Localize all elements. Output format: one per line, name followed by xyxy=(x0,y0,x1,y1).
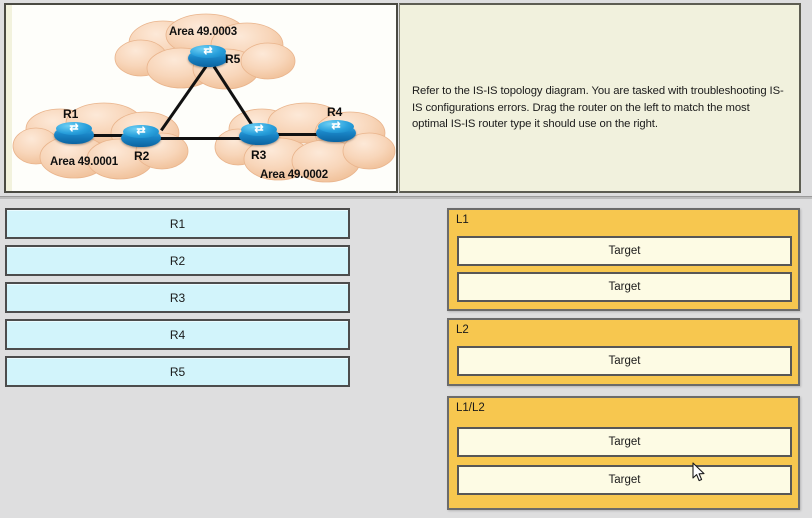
drag-item-r5[interactable]: R5 xyxy=(5,356,350,387)
instruction-panel: Refer to the IS-IS topology diagram. You… xyxy=(399,3,801,193)
drag-item-r4[interactable]: R4 xyxy=(5,319,350,350)
drag-item-r1[interactable]: R1 xyxy=(5,208,350,239)
cloud-area-49-0002 xyxy=(214,102,396,183)
target-group-label-l1l2: L1/L2 xyxy=(456,402,485,414)
drag-item-r3[interactable]: R3 xyxy=(5,282,350,313)
area-label-49-0001: Area 49.0001 xyxy=(50,156,118,168)
drop-target-l1l2-2[interactable]: Target xyxy=(457,465,792,495)
target-group-l1l2[interactable]: L1/L2 Target Target xyxy=(447,396,800,510)
router-arrows-icon: ⇄ xyxy=(331,120,341,132)
router-label-r4: R4 xyxy=(327,105,343,119)
topology-canvas: ⇄ R5 ⇄ R1 ⇄ R2 ⇄ xyxy=(6,5,396,191)
router-arrows-icon: ⇄ xyxy=(69,122,79,134)
router-r1: ⇄ xyxy=(54,122,94,148)
link-r3-r4 xyxy=(274,133,331,136)
target-group-l2[interactable]: L2 Target xyxy=(447,318,800,386)
router-top xyxy=(190,45,226,58)
drag-item-r2[interactable]: R2 xyxy=(5,245,350,276)
router-arrows-icon: ⇄ xyxy=(254,123,264,135)
area-label-49-0002: Area 49.0002 xyxy=(260,169,328,181)
link-r2-r3 xyxy=(156,137,254,140)
router-r5: ⇄ xyxy=(188,45,228,71)
router-r4: ⇄ xyxy=(316,120,356,146)
section-divider xyxy=(0,196,812,199)
drop-target-l1l2-1[interactable]: Target xyxy=(457,427,792,457)
router-label-r1: R1 xyxy=(63,107,79,121)
drop-target-l1-1[interactable]: Target xyxy=(457,236,792,266)
router-top xyxy=(123,125,159,138)
router-r2: ⇄ xyxy=(121,125,161,151)
router-label-r3: R3 xyxy=(251,148,267,162)
router-label-r5: R5 xyxy=(225,52,241,66)
drop-target-l1-2[interactable]: Target xyxy=(457,272,792,302)
instruction-text: Refer to the IS-IS topology diagram. You… xyxy=(412,85,784,130)
target-group-label-l1: L1 xyxy=(456,214,469,226)
router-r3: ⇄ xyxy=(239,123,279,149)
router-label-r2: R2 xyxy=(134,149,150,163)
router-arrows-icon: ⇄ xyxy=(203,45,213,57)
target-group-label-l2: L2 xyxy=(456,324,469,336)
target-group-l1[interactable]: L1 Target Target xyxy=(447,208,800,311)
top-section: ⇄ R5 ⇄ R1 ⇄ R2 ⇄ xyxy=(0,0,812,200)
cloud-area-49-0001 xyxy=(12,102,189,180)
drop-target-pane: L1 Target Target L2 Target L1/L2 Target … xyxy=(440,200,812,518)
area-label-49-0003: Area 49.0003 xyxy=(169,26,237,38)
router-arrows-icon: ⇄ xyxy=(136,125,146,137)
link-r1-r2 xyxy=(74,134,139,137)
topology-exhibit-panel: ⇄ R5 ⇄ R1 ⇄ R2 ⇄ xyxy=(4,3,398,193)
router-top xyxy=(56,122,92,135)
drop-target-l2-1[interactable]: Target xyxy=(457,346,792,376)
drag-source-pane: R1 R2 R3 R4 R5 xyxy=(0,200,360,518)
router-top xyxy=(241,123,277,136)
router-top xyxy=(318,120,354,133)
